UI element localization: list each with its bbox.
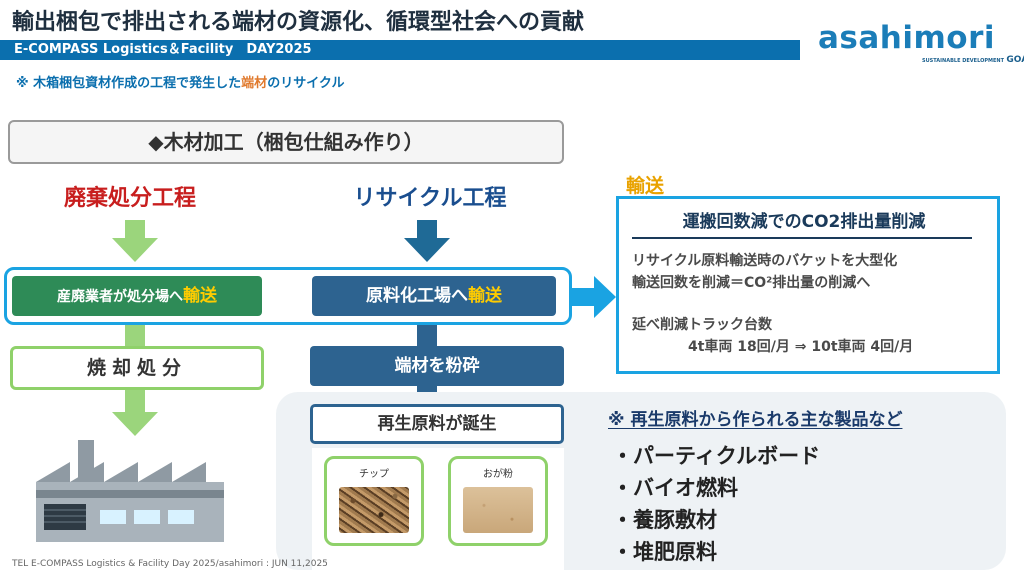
sawdust-image bbox=[463, 487, 533, 533]
products-heading: ※ 再生原料から作られる主な製品など bbox=[608, 410, 903, 430]
sdgs-logo: SUSTAINABLE DEVELOPMENT GOALS bbox=[922, 55, 1024, 65]
process-title-box: ◆木材加工（梱包仕組み作り） bbox=[8, 120, 564, 164]
slide-title: 輸出梱包で排出される端材の資源化、循環型社会への貢献 bbox=[12, 10, 585, 35]
subtitle-prefix: ※ 木箱梱包資材作成の工程で発生した bbox=[16, 76, 242, 91]
product-item: ・パーティクルボード bbox=[612, 444, 821, 468]
sawdust-sample-label: おが粉 bbox=[483, 469, 513, 480]
chip-sample-label: チップ bbox=[359, 469, 389, 480]
disposal-transport-highlight: 輸送 bbox=[183, 286, 217, 306]
recycle-transport-text: 原料化工場へ bbox=[366, 286, 468, 306]
co2-reduction-panel bbox=[616, 196, 1000, 374]
disposal-transport-box: 産廃業者が処分場へ輸送 bbox=[12, 276, 262, 316]
wood-chip-image bbox=[339, 487, 409, 533]
samples-panel: チップ おが粉 bbox=[312, 448, 564, 570]
recycle-transport-highlight: 輸送 bbox=[468, 286, 502, 306]
sdgs-goals-text: GOALS bbox=[1006, 55, 1024, 65]
company-logo: asahimori bbox=[818, 20, 995, 56]
product-item: ・堆肥原料 bbox=[612, 540, 717, 564]
recycle-transport-box: 原料化工場へ輸送 bbox=[312, 276, 556, 316]
recycle-connector-icon bbox=[417, 318, 437, 348]
co2-description-line-1: リサイクル原料輸送時のバケットを大型化 bbox=[632, 253, 898, 269]
co2-description-line-2: 輸送回数を削減＝CO²排出量の削減へ bbox=[632, 275, 871, 291]
co2-title-underline bbox=[632, 237, 972, 239]
co2-truck-count-value: 4t車両 18回/月 ⇒ 10t車両 4回/月 bbox=[688, 339, 914, 355]
co2-truck-count-label: 延べ削減トラック台数 bbox=[632, 317, 772, 333]
disposal-arrow-3-icon bbox=[112, 390, 158, 436]
disposal-arrow-2-icon bbox=[125, 322, 145, 346]
subtitle-highlight: 端材 bbox=[241, 76, 268, 91]
subtitle-suffix: のリサイクル bbox=[267, 76, 345, 91]
slide-subtitle: ※ 木箱梱包資材作成の工程で発生した端材のリサイクル bbox=[16, 72, 345, 91]
recycled-material-box: 再生原料が誕生 bbox=[310, 404, 564, 444]
incineration-box: 焼却処分 bbox=[10, 346, 264, 390]
co2-panel-title: 運搬回数減でのCO2排出量削減 bbox=[682, 212, 926, 232]
product-item: ・養豚敷材 bbox=[612, 508, 717, 532]
chip-sample-card: チップ bbox=[324, 456, 424, 546]
recycle-arrow-icon bbox=[404, 220, 450, 262]
sawdust-sample-card: おが粉 bbox=[448, 456, 548, 546]
right-arrow-icon bbox=[570, 276, 616, 318]
sdgs-small-text: SUSTAINABLE DEVELOPMENT bbox=[922, 58, 1004, 64]
factory-icon bbox=[36, 440, 224, 542]
footer-credit: TEL E-COMPASS Logistics & Facility Day 2… bbox=[12, 559, 328, 569]
product-item: ・バイオ燃料 bbox=[612, 476, 738, 500]
disposal-process-title: 廃棄処分工程 bbox=[63, 186, 196, 211]
disposal-arrow-icon bbox=[112, 220, 158, 262]
transport-label: 輸送 bbox=[626, 175, 665, 197]
event-banner: E-COMPASS Logistics＆Facility DAY2025 bbox=[0, 40, 800, 60]
recycle-process-title: リサイクル工程 bbox=[353, 186, 507, 211]
disposal-transport-text: 産廃業者が処分場へ bbox=[57, 289, 183, 305]
crush-box: 端材を粉砕 bbox=[310, 346, 564, 386]
